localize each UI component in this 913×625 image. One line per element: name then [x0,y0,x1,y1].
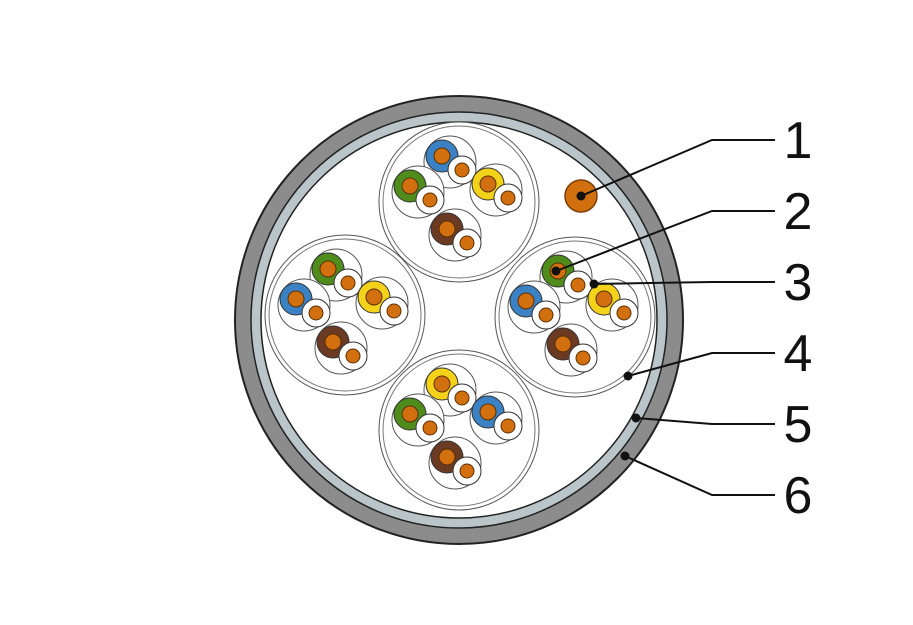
callout-4: 4 [623,325,813,383]
callout-leader-line [593,281,775,285]
copper-core [454,390,470,406]
copper-core [433,375,451,393]
copper-core [459,235,475,251]
callout-leader-line [635,417,775,425]
copper-core [438,220,456,238]
callout-leader-line [580,139,775,197]
copper-core [570,277,586,293]
copper-core [575,350,591,366]
callout-3: 3 [589,254,813,312]
callout-6: 6 [620,451,813,525]
copper-core [324,333,342,351]
copper-core [422,192,438,208]
copper-core [500,418,516,434]
copper-core [554,335,572,353]
callout-leader-line [627,352,775,377]
twisted-pair-bundle [494,236,656,398]
twisted-pair-bundle [378,349,540,511]
callout-number-label: 3 [784,254,813,312]
copper-core [308,305,324,321]
copper-core [479,403,497,421]
copper-core [616,305,632,321]
copper-core [479,175,497,193]
copper-core [319,260,337,278]
callout-lines: 1 2 3 4 5 6 [551,112,813,525]
callout-dot [589,279,599,289]
copper-core [287,290,305,308]
twisted-pair-bundles [264,121,656,511]
callout-dot [620,451,630,461]
callout-dot [623,371,633,381]
copper-core [438,448,456,466]
copper-core [386,303,402,319]
callout-leader-line [555,210,775,272]
copper-core [459,463,475,479]
copper-core [340,275,356,291]
callout-number-label: 6 [784,467,813,525]
callout-number-label: 2 [784,183,813,241]
callout-2: 2 [551,183,813,276]
copper-core [538,307,554,323]
copper-core [595,290,613,308]
twisted-pair-bundle [378,121,540,283]
copper-core [454,162,470,178]
copper-core [401,405,419,423]
copper-core [401,177,419,195]
callout-dot [576,191,586,201]
callout-number-label: 4 [784,325,813,383]
twisted-pair-bundle [264,234,426,396]
callout-number-label: 1 [784,112,813,170]
copper-core [500,190,516,206]
callout-leader-line [624,455,775,496]
copper-core [422,420,438,436]
copper-core [517,292,535,310]
callout-1: 1 [576,112,813,201]
copper-core [345,348,361,364]
copper-core [433,147,451,165]
callout-number-label: 5 [784,396,813,454]
copper-core [365,288,383,306]
callout-dot [631,413,641,423]
callout-5: 5 [631,396,813,454]
callout-dot [551,266,561,276]
